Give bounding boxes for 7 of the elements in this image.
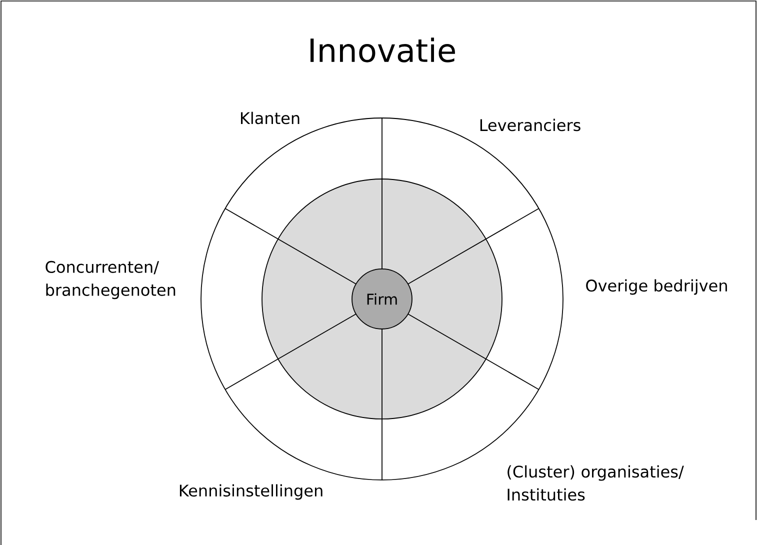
segment-label: Leveranciers: [480, 118, 580, 132]
segment-label: Overige bedrijven: [586, 279, 727, 295]
segment-label: (Cluster) organisaties/ Instituties: [508, 465, 684, 501]
title: Innovatie: [310, 38, 455, 62]
segment-label: Concurrenten/ branchegenoten: [46, 260, 176, 300]
segment-label: Klanten: [241, 112, 300, 124]
segment-label: Kennisinstellingen: [180, 484, 322, 500]
